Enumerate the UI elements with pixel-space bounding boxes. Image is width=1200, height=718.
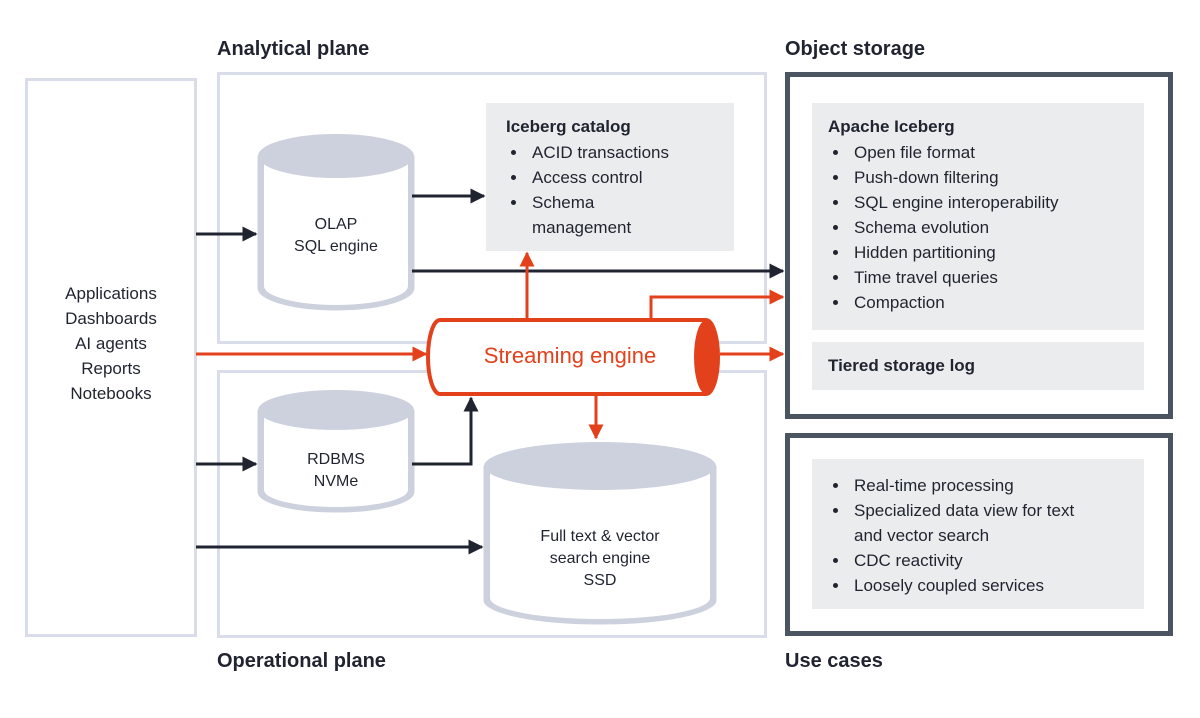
use-case-cdc: CDC reactivity <box>850 548 1134 573</box>
object-storage-heading: Object storage <box>785 38 926 60</box>
client-dashboards: Dashboards <box>65 309 157 328</box>
olap-label: OLAP SQL engine <box>258 214 414 258</box>
apache-iceberg-panel: Apache Iceberg Open file format Push-dow… <box>812 103 1144 330</box>
catalog-item-access: Access control <box>528 165 724 190</box>
olap-cylinder <box>257 134 415 311</box>
olap-label-line1: OLAP <box>314 216 358 233</box>
iceberg-item-schema-evolution: Schema evolution <box>850 215 1134 240</box>
streaming-engine-label: Streaming engine <box>483 343 657 368</box>
clients-list: Applications Dashboards AI agents Report… <box>28 281 194 406</box>
apache-iceberg-title: Apache Iceberg <box>828 117 955 136</box>
use-case-real-time: Real-time processing <box>850 473 1134 498</box>
search-cylinder <box>483 442 717 625</box>
rdbms-label: RDBMS NVMe <box>258 449 414 493</box>
analytical-plane-heading: Analytical plane <box>217 38 370 60</box>
catalog-item-schema: Schema management <box>528 190 652 240</box>
rdbms-label-line2: NVMe <box>313 473 359 490</box>
client-reports: Reports <box>81 359 141 378</box>
iceberg-item-compaction: Compaction <box>850 290 1134 315</box>
search-label: Full text & vector search engine SSD <box>484 526 716 592</box>
apache-iceberg-list: Open file format Push-down filtering SQL… <box>828 140 1134 315</box>
search-label-line2: search engine <box>549 550 651 567</box>
iceberg-item-interop: SQL engine interoperability <box>850 190 1134 215</box>
iceberg-catalog-panel: Iceberg catalog ACID transactions Access… <box>486 103 734 251</box>
client-notebooks: Notebooks <box>70 384 152 403</box>
tiered-storage-panel: Tiered storage log <box>812 342 1144 390</box>
rdbms-label-line1: RDBMS <box>307 451 365 468</box>
client-ai-agents: AI agents <box>75 334 147 353</box>
tiered-storage-label: Tiered storage log <box>828 356 976 375</box>
iceberg-item-push-down: Push-down filtering <box>850 165 1134 190</box>
client-applications: Applications <box>65 284 157 303</box>
arrow-streaming-to-iceberg <box>649 289 785 318</box>
olap-label-line2: SQL engine <box>294 238 378 255</box>
use-cases-panel: Real-time processing Specialized data vi… <box>812 459 1144 609</box>
iceberg-item-time-travel: Time travel queries <box>850 265 1134 290</box>
iceberg-item-hidden-partitioning: Hidden partitioning <box>850 240 1134 265</box>
rdbms-cylinder <box>257 390 415 513</box>
clients-box <box>25 78 197 637</box>
iceberg-item-open-format: Open file format <box>850 140 1134 165</box>
use-case-specialized-view: Specialized data view for text and vecto… <box>850 498 1104 548</box>
iceberg-catalog-title: Iceberg catalog <box>506 117 631 136</box>
operational-plane-heading: Operational plane <box>217 650 386 672</box>
search-label-line1: Full text & vector <box>540 528 660 545</box>
use-case-loosely-coupled: Loosely coupled services <box>850 573 1134 598</box>
search-label-line3: SSD <box>583 572 617 589</box>
arrow-rdbms-to-streaming <box>412 396 479 466</box>
use-cases-heading: Use cases <box>785 650 883 672</box>
use-cases-list: Real-time processing Specialized data vi… <box>828 473 1134 598</box>
catalog-item-acid: ACID transactions <box>528 140 724 165</box>
streaming-engine-pipe <box>426 318 720 396</box>
iceberg-catalog-list: ACID transactions Access control Schema … <box>506 140 724 240</box>
